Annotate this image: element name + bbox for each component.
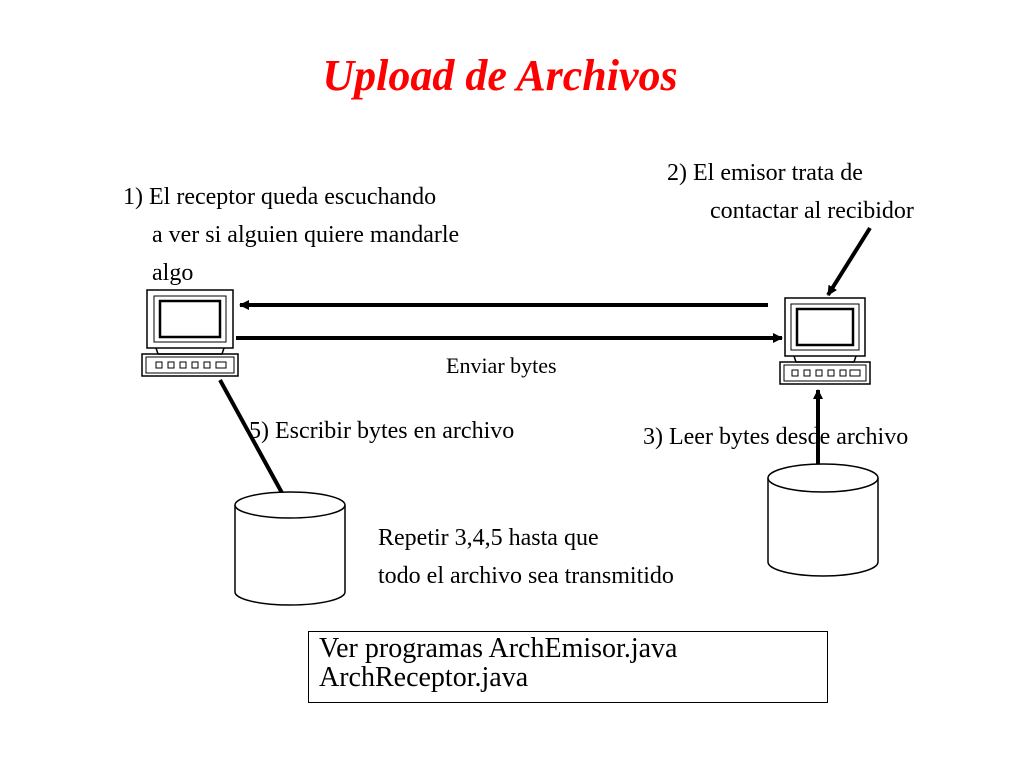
receiver-database-icon (234, 491, 346, 606)
step1-line1: 1) El receptor queda escuchando (123, 184, 437, 210)
repeat-line1: Repetir 3,4,5 hasta que (378, 525, 599, 551)
step1-line2: a ver si alguien quiere mandarle (152, 222, 460, 248)
note-line2: ArchReceptor.java (319, 662, 529, 693)
repeat-line2: todo el archivo sea transmitido (378, 563, 674, 589)
step2-line2: contactar al recibidor (710, 198, 914, 224)
arrow-step2 (826, 226, 872, 297)
receiver-computer-icon (141, 289, 239, 377)
programs-note-box: Ver programas ArchEmisor.java ArchRecept… (308, 631, 828, 703)
step5-label: 5) Escribir bytes en archivo (249, 418, 515, 444)
send-bytes-label: Enviar bytes (446, 353, 557, 378)
arrow-step5 (218, 379, 289, 503)
note-line1: Ver programas ArchEmisor.java (319, 633, 678, 664)
sender-database-icon (767, 463, 879, 577)
step3-label: 3) Leer bytes desde archivo (643, 424, 909, 450)
step1-line3: algo (152, 260, 194, 286)
slide-title: Upload de Archivos (322, 51, 678, 100)
sender-computer-icon (779, 297, 871, 385)
step2-line1: 2) El emisor trata de (667, 160, 863, 186)
